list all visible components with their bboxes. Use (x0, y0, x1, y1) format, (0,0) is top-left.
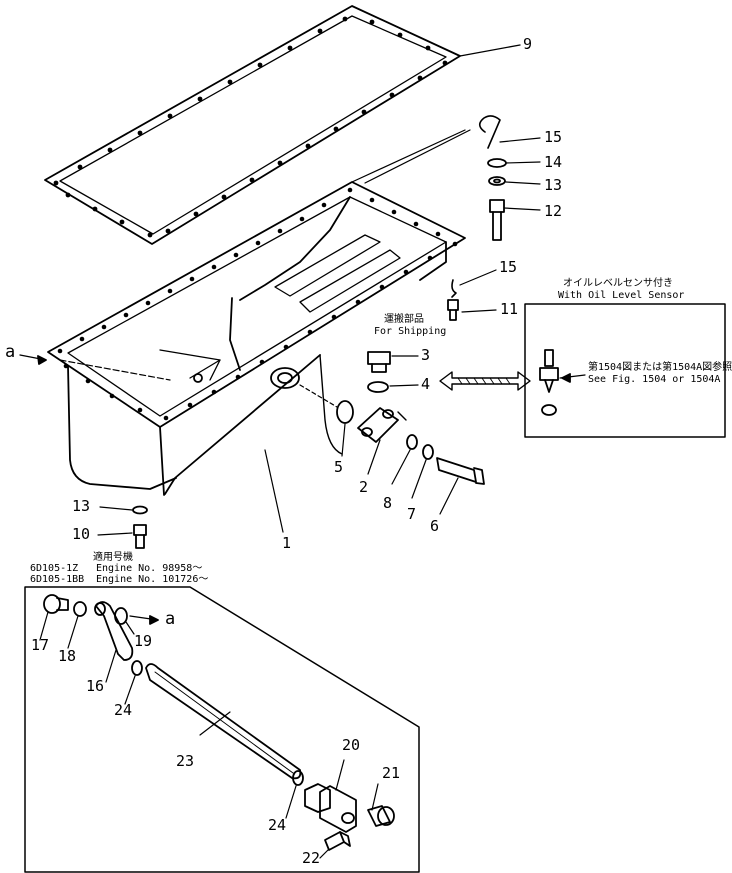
callout-23: 23 (176, 752, 195, 770)
shipping-note-en: For Shipping (374, 326, 447, 337)
callout-24: 24 (114, 701, 133, 719)
callout-18: 18 (58, 647, 77, 665)
callout-2: 2 (359, 478, 369, 496)
sensor-box-title-jp: オイルレベルセンサ付き (563, 278, 673, 289)
shipping-note-jp: 運搬部品 (384, 314, 424, 325)
callout-19: 19 (134, 632, 153, 650)
callout-15: 15 (499, 258, 518, 276)
callout-11: 11 (500, 300, 519, 318)
reference-mark-a: a (165, 609, 176, 629)
callout-24: 24 (268, 816, 287, 834)
callout-8: 8 (383, 494, 393, 512)
callout-12: 12 (544, 202, 563, 220)
applicability-serial-1: Engine No. 98958～ (96, 563, 203, 574)
reference-mark-a: a (5, 342, 16, 362)
applicability-header: 適用号機 (93, 552, 133, 563)
applicability-model-1: 6D105-1Z (30, 563, 79, 574)
applicability-serial-2: Engine No. 101726～ (96, 574, 209, 585)
callout-17: 17 (31, 636, 50, 654)
callout-13: 13 (544, 176, 563, 194)
applicability-model-2: 6D105-1BB (30, 574, 85, 585)
sensor-box-reference-en: See Fig. 1504 or 1504A (588, 374, 721, 385)
callout-5: 5 (334, 458, 344, 476)
callout-10: 10 (72, 525, 91, 543)
callout-13: 13 (72, 497, 91, 515)
sensor-box-reference-jp: 第1504図または第1504A図参照 (588, 362, 732, 373)
callout-6: 6 (430, 517, 440, 535)
callout-7: 7 (407, 505, 417, 523)
gasket-part-9 (44, 5, 461, 245)
callout-3: 3 (421, 346, 431, 364)
callout-1: 1 (282, 534, 292, 552)
callout-22: 22 (302, 849, 321, 867)
callout-16: 16 (86, 677, 105, 695)
callout-21: 21 (382, 764, 401, 782)
callout-14: 14 (544, 153, 563, 171)
callout-20: 20 (342, 736, 361, 754)
callout-4: 4 (421, 375, 431, 393)
sensor-box-title-en: With Oil Level Sensor (558, 290, 685, 301)
callout-9: 9 (523, 35, 533, 53)
oil-pan-part-1 (47, 181, 466, 496)
callout-15: 15 (544, 128, 563, 146)
